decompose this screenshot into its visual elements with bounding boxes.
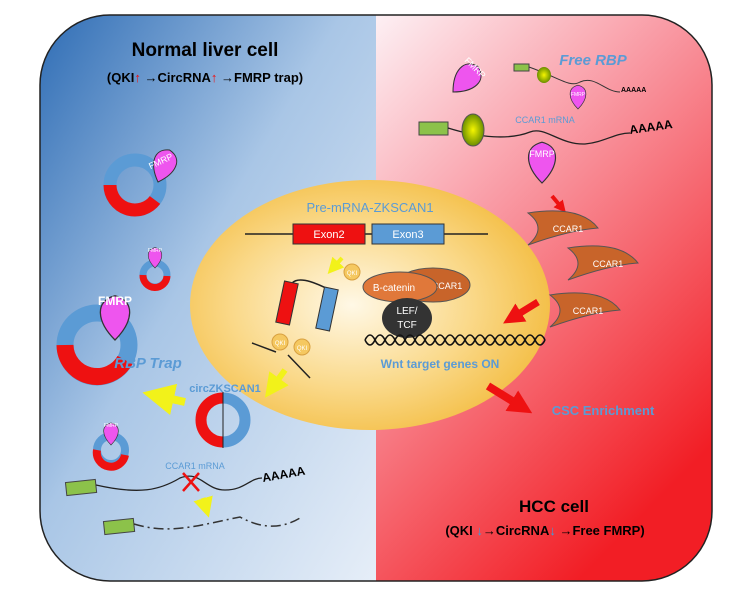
free-rbp-label: Free RBP — [559, 52, 628, 69]
poly-a: AAAAA — [621, 87, 646, 94]
x-mark-icon — [182, 472, 200, 492]
svg-text:FMRP: FMRP — [529, 149, 555, 159]
rbp-trap-label: RBP Trap — [114, 355, 182, 372]
svg-text:CCAR1: CCAR1 — [593, 259, 624, 269]
cap-box — [64, 478, 98, 497]
normal-cell-title: Normal liver cell — [132, 40, 279, 61]
qki-protein: QKI — [293, 338, 311, 356]
exon2-label: Exon2 — [313, 229, 344, 241]
degraded-mrna — [133, 516, 301, 530]
hcc-cell-title: HCC cell — [519, 497, 589, 516]
yellow-arrow — [327, 256, 345, 274]
svg-text:FMRP: FMRP — [148, 248, 163, 254]
svg-text:LEF/: LEF/ — [396, 306, 417, 317]
ccar1-protein: CCAR1 — [548, 292, 621, 328]
qki-protein: QKI — [343, 263, 361, 281]
circrna-fmrp-complex: FMRP — [139, 247, 171, 291]
exon2-box — [292, 223, 366, 245]
svg-text:CCAR1: CCAR1 — [432, 281, 463, 291]
ccar1-mrna — [95, 475, 263, 491]
pre-mrna-label: Pre-mRNA-ZKSCAN1 — [306, 200, 433, 215]
svg-text:FMRP: FMRP — [98, 294, 132, 308]
red-arrow — [503, 299, 540, 324]
exon3-box — [371, 223, 445, 245]
csc-enrichment-label: CSC Enrichment — [552, 403, 655, 418]
ccar1-bcatenin-complex: CCAR1 B-catenin LEF/ TCF — [362, 267, 471, 338]
ccar1-protein: CCAR1 — [566, 245, 639, 281]
svg-text:QKI: QKI — [297, 346, 308, 352]
ccar1-protein: CCAR1 — [526, 210, 599, 246]
backsplicing-loop — [251, 279, 339, 379]
svg-text:QKI: QKI — [347, 271, 358, 277]
circrna-fmrp-complex: FMRP — [92, 422, 129, 471]
red-arrow — [550, 194, 566, 213]
circrna-fmrp-complex: FMRP — [103, 145, 181, 217]
svg-text:QKI: QKI — [275, 341, 286, 347]
yellow-arrow — [264, 368, 289, 398]
ribosome — [461, 113, 485, 147]
yellow-arrow — [142, 383, 186, 416]
svg-text:CCAR1: CCAR1 — [553, 224, 584, 234]
svg-text:B-catenin: B-catenin — [373, 283, 415, 294]
svg-text:TCF: TCF — [397, 320, 416, 331]
poly-a: AAAAA — [628, 117, 673, 137]
svg-text:FMRP: FMRP — [571, 92, 586, 98]
circzkscan1-ring — [195, 392, 251, 448]
ccar1-mrna-label: CCAR1 mRNA — [165, 461, 225, 471]
cap-box — [102, 517, 136, 536]
exon3-label: Exon3 — [392, 229, 423, 241]
cap-box — [418, 121, 449, 136]
ccar1-mrna — [447, 127, 631, 145]
circrna-fmrp-complex: FMRP — [56, 294, 138, 386]
ccar1-mrna-label: CCAR1 mRNA — [515, 115, 575, 125]
hcc-cell-subtitle: (QKI ↓→CircRNA↓ →Free FMRP) — [445, 523, 644, 538]
yellow-arrow — [193, 495, 213, 518]
dna-helix — [364, 334, 546, 346]
normal-cell-subtitle: (QKI↑ →CircRNA↑ →FMRP trap) — [107, 70, 303, 85]
circzkscan1-label: circZKSCAN1 — [189, 383, 261, 395]
qki-protein: QKI — [271, 333, 289, 351]
nucleus — [190, 180, 550, 430]
red-arrow — [485, 382, 533, 414]
svg-text:FMRP: FMRP — [104, 423, 119, 429]
svg-text:CCAR1: CCAR1 — [573, 306, 604, 316]
wnt-target-label: Wnt target genes ON — [381, 357, 500, 371]
